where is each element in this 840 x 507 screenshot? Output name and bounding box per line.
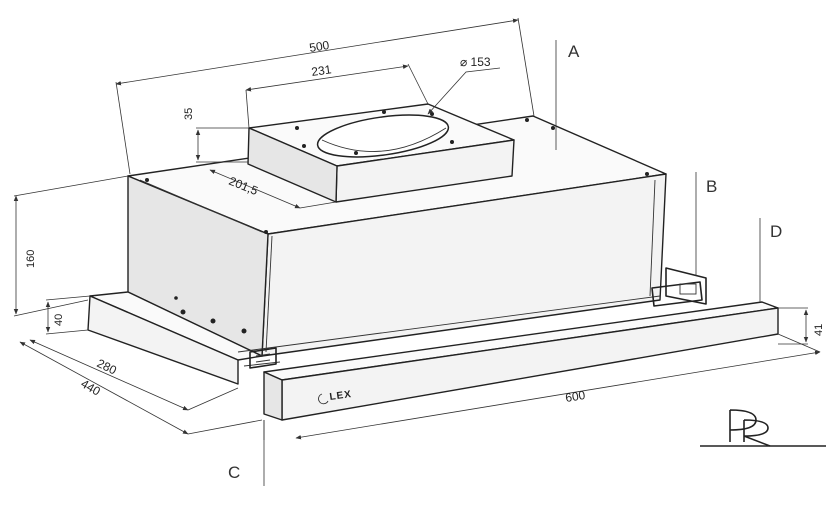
dim-35-label: 35 [183, 108, 195, 120]
screw-dot [382, 110, 386, 114]
ext-line [13, 175, 129, 197]
dim-leader-153 [427, 67, 501, 115]
ext-line [187, 419, 263, 435]
dim-500-label: 500 [308, 38, 330, 55]
dim-160-label: 160 [25, 250, 37, 268]
ext-line [517, 17, 535, 117]
screw-dot [450, 140, 454, 144]
screw-dot [145, 178, 149, 182]
dim-line-2015 [209, 169, 301, 209]
body-edge-line [649, 179, 656, 297]
screw-dot [354, 151, 358, 155]
dim-231-label: 231 [310, 62, 332, 79]
dim-line-600 [295, 350, 821, 440]
duct-inner-edge [321, 127, 447, 152]
label-a: A [568, 42, 580, 61]
dim-41-label: 41 [813, 324, 825, 336]
ext-line [13, 299, 89, 317]
ext-line [299, 201, 337, 209]
corner-logo: PR [0, 0, 826, 447]
dim-153-label: ⌀ 153 [460, 55, 491, 69]
dim-280-label: 280 [95, 356, 119, 378]
dim-line-500 [115, 18, 519, 86]
label-d: D [770, 222, 782, 241]
ext-line [45, 329, 89, 335]
panel-left-face [263, 371, 283, 421]
screw-dot [430, 112, 434, 116]
dim-40-label: 40 [53, 314, 65, 326]
knob-dot [241, 328, 247, 334]
label-c: C [228, 463, 240, 482]
body-edge-line [139, 179, 263, 233]
screw-dot [295, 126, 299, 130]
ext-line [45, 295, 91, 301]
screw-dot [645, 172, 649, 176]
dim-line-231 [245, 64, 409, 92]
screw-dot [302, 144, 306, 148]
rail-slot [679, 283, 697, 295]
ext-line [115, 81, 131, 175]
ext-line [245, 89, 250, 129]
body-edge-line [265, 235, 273, 353]
dim-line-440 [19, 341, 189, 435]
knob-dot [210, 318, 216, 324]
label-b: B [706, 177, 717, 196]
rail-bracket-detail [255, 353, 271, 363]
duct-round-opening [316, 114, 450, 158]
screw-dot [551, 126, 555, 130]
rail-bracket-left [249, 347, 277, 369]
screw-dot [525, 118, 529, 122]
slide-rail [237, 295, 661, 353]
corner-logo-text: PR [0, 0, 2, 1]
dim-440-label: 440 [79, 376, 104, 398]
screw-dot [264, 230, 268, 234]
dim-600-label: 600 [564, 388, 586, 405]
ext-line [407, 63, 429, 105]
ext-line [777, 333, 821, 353]
knob-dot [180, 309, 186, 315]
ext-line [187, 387, 239, 411]
knob-dot [174, 296, 178, 300]
